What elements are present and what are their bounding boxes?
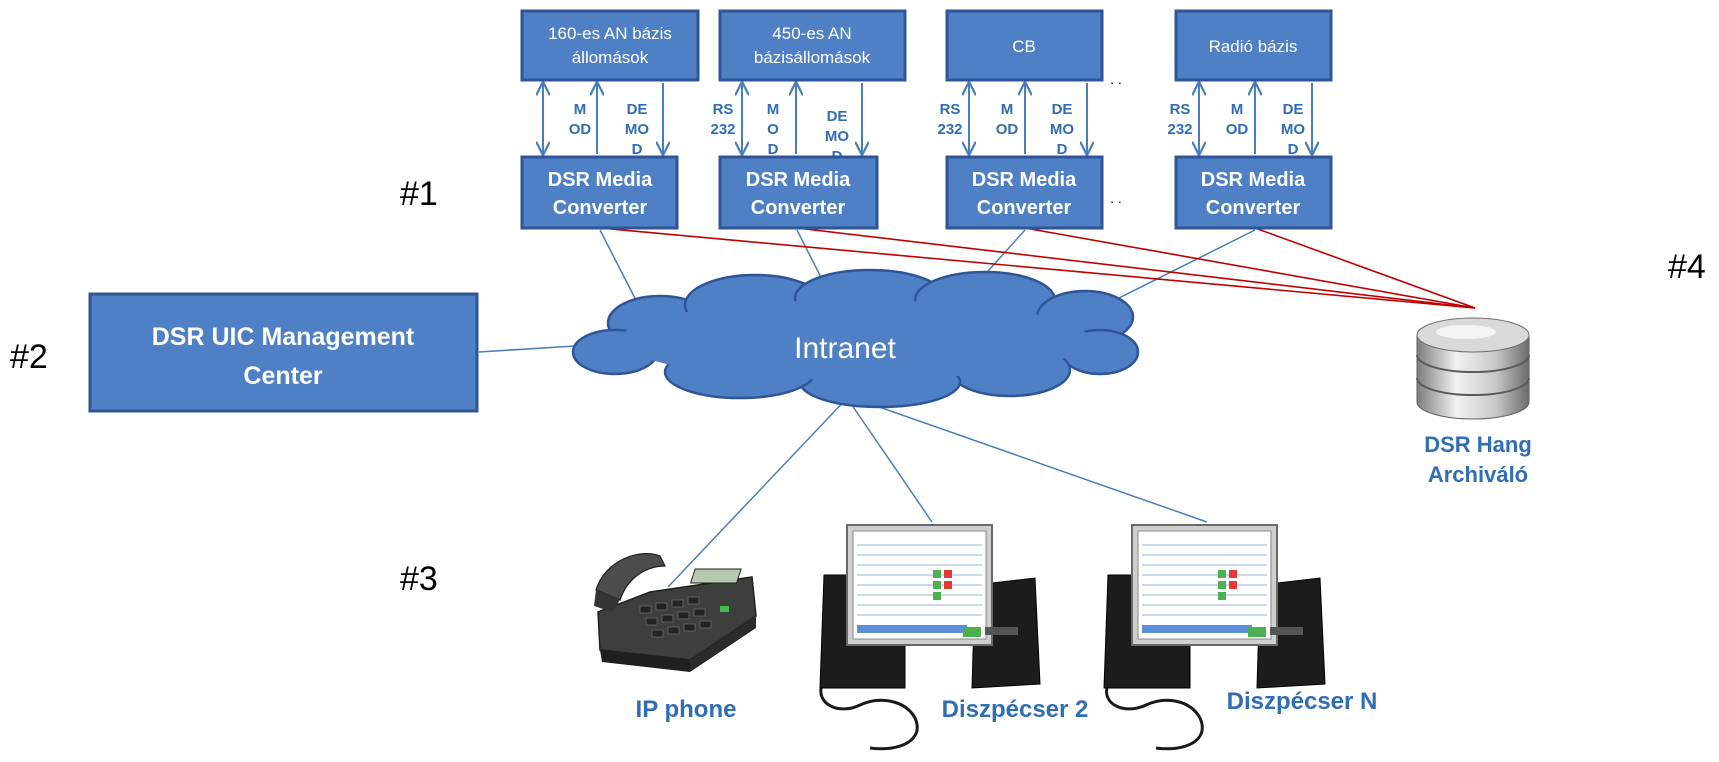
signal-mod-2: O: [767, 121, 779, 138]
signal-demod-1: DE: [627, 101, 648, 118]
converter-label-1: DSR Media: [746, 169, 851, 191]
archive-links: [599, 227, 1476, 309]
signal-mod-2: OD: [996, 121, 1019, 138]
signal-rs-1: RS: [1170, 101, 1191, 118]
station-450: 450-es AN bázisállomások RS 232 M O D DE…: [710, 9, 907, 230]
marker-1: #1: [400, 175, 438, 213]
signal-mod-1: M: [574, 101, 587, 118]
station-label-1: 450-es AN: [772, 24, 851, 43]
converter-label-2: Converter: [1206, 197, 1301, 219]
signal-mod-1: M: [767, 101, 780, 118]
station-label-2: állomások: [572, 48, 649, 67]
converter-label-2: Converter: [751, 197, 846, 219]
management-label-2: Center: [243, 362, 322, 390]
signal-mod-1: M: [1231, 101, 1244, 118]
database-icon: [1416, 317, 1530, 420]
converter-label-1: DSR Media: [972, 169, 1077, 191]
signal-demod-2: MO: [625, 121, 649, 138]
signal-demod-1: DE: [1052, 101, 1073, 118]
signal-demod-3: D: [1057, 141, 1068, 158]
converter-label-2: Converter: [553, 197, 648, 219]
signal-mod-1: M: [1001, 101, 1014, 118]
station-160: 160-es AN bázis állomások M OD DE MO D D…: [520, 9, 700, 230]
signal-demod-2: MO: [825, 128, 849, 145]
signal-mod-2: OD: [1226, 121, 1249, 138]
station-radio: Radió bázis RS 232 M OD DE MO D DSR Medi…: [1167, 9, 1333, 230]
station-label-1: Radió bázis: [1209, 37, 1298, 56]
intranet-cloud: Intranet: [571, 268, 1140, 409]
signal-mod-3: D: [768, 141, 779, 158]
station-label-1: CB: [1012, 37, 1036, 56]
signal-mod-2: OD: [569, 121, 592, 138]
archiver-label-2: Archiváló: [1428, 462, 1528, 487]
signal-demod-3: D: [632, 141, 643, 158]
station-label-1: 160-es AN bázis: [548, 24, 672, 43]
signal-rs-2: 232: [1167, 121, 1192, 138]
signal-demod-2: MO: [1050, 121, 1074, 138]
signal-demod-2: MO: [1281, 121, 1305, 138]
converter-label-1: DSR Media: [1201, 169, 1306, 191]
dispatcher-console-icon: [819, 524, 1041, 751]
signal-demod-3: D: [1288, 141, 1299, 158]
signal-rs-1: RS: [713, 101, 734, 118]
marker-3: #3: [400, 560, 438, 598]
dispatcher-2-label: Diszpécser 2: [942, 696, 1089, 723]
signal-rs-2: 232: [710, 121, 735, 138]
marker-2: #2: [10, 338, 48, 376]
management-label-1: DSR UIC Management: [152, 323, 415, 351]
dispatcher-console-icon: [1103, 524, 1326, 751]
archiver-label-1: DSR Hang: [1424, 432, 1532, 457]
blue-links: [478, 229, 1256, 588]
management-center: DSR UIC Management Center: [88, 292, 479, 413]
signal-rs-1: RS: [940, 101, 961, 118]
ellipsis-top: . .: [1110, 71, 1122, 87]
signal-rs-2: 232: [937, 121, 962, 138]
dispatcher-n-label: Diszpécser N: [1227, 688, 1378, 715]
signal-demod-1: DE: [1283, 101, 1304, 118]
station-label-2: bázisállomások: [754, 48, 871, 67]
phone-label: IP phone: [636, 696, 737, 723]
station-cb: CB . . RS 232 M OD DE MO D DSR Media Con…: [937, 9, 1122, 230]
marker-4: #4: [1668, 248, 1706, 286]
converter-label-1: DSR Media: [548, 169, 653, 191]
cloud-label: Intranet: [794, 332, 896, 365]
signal-demod-1: DE: [827, 108, 848, 125]
ip-phone-icon: [594, 552, 757, 672]
ellipsis-bottom: . .: [1110, 190, 1122, 206]
converter-label-2: Converter: [977, 197, 1072, 219]
